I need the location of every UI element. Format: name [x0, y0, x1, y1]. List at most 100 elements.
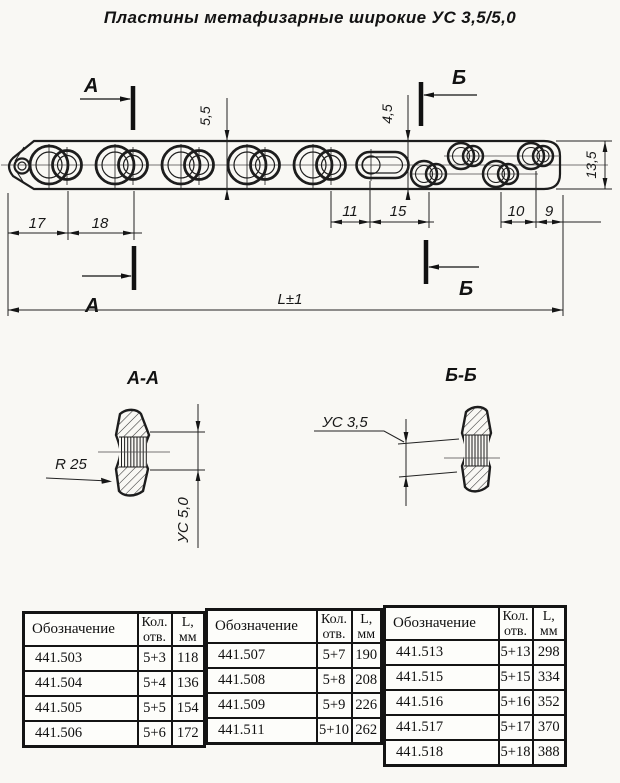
- dim-11-label: 11: [342, 203, 358, 220]
- table-cell: 352: [531, 689, 567, 716]
- table-cell: 118: [170, 645, 206, 672]
- table-cell: 5+8: [315, 667, 353, 694]
- section-b-label: Б: [452, 67, 466, 89]
- dim-4-5-label: 4,5: [379, 104, 395, 124]
- dimension-13-5: 13,5: [556, 140, 612, 190]
- table-cell: 5+5: [136, 695, 173, 722]
- plate-outline: [7, 139, 562, 191]
- drawing-title: Пластины метафизарные широкие УС 3,5/5,0: [103, 8, 517, 27]
- table-cell: 334: [531, 664, 567, 691]
- column-header-length: L,мм: [350, 608, 383, 644]
- table-cell: 370: [531, 714, 567, 741]
- table-cell: 208: [350, 667, 383, 694]
- column-header-designation: Обозначение: [205, 608, 318, 644]
- table-cell: 226: [350, 692, 383, 719]
- table-cell: 441.506: [22, 720, 139, 748]
- thread-small-label: УС 3,5: [321, 414, 368, 431]
- stagger-hole-lower: [409, 159, 448, 189]
- dimension-5-5: 5,5: [197, 98, 230, 200]
- combi-hole: [226, 144, 281, 188]
- table-cell: 5+18: [497, 739, 534, 767]
- table-cell: 5+16: [497, 689, 534, 716]
- dim-13-5-label: 13,5: [583, 151, 599, 178]
- table-cell: 5+6: [136, 720, 173, 748]
- column-header-hole-count: Кол.отв.: [136, 611, 173, 647]
- combi-hole: [28, 144, 83, 188]
- table-cell: 5+9: [315, 692, 353, 719]
- section-bb-thread-zone: [464, 435, 489, 466]
- combi-hole: [160, 144, 215, 188]
- table-header-row: Обозначение Кол.отв. L,мм: [383, 605, 567, 641]
- dim-length-label: L±1: [278, 291, 303, 308]
- section-a-label: А: [84, 295, 99, 317]
- stagger-hole-upper: [446, 141, 485, 171]
- radius-label: R 25: [55, 456, 87, 473]
- table-cell: 172: [170, 720, 206, 748]
- dimension-overall-length: L±1: [8, 291, 563, 313]
- table-cell: 5+7: [315, 642, 353, 669]
- table-cell: 262: [350, 717, 383, 745]
- dim-9-label: 9: [545, 203, 554, 220]
- section-view-aa: А-А УС 5,0: [45, 368, 205, 548]
- section-aa-title: А-А: [126, 368, 159, 388]
- section-a-label: А: [83, 75, 98, 97]
- table-header-row: Обозначение Кол.отв. L,мм: [22, 611, 206, 647]
- table-cell: 5+15: [497, 664, 534, 691]
- dimension-4-5: 4,5: [379, 95, 411, 200]
- stagger-hole-lower: [481, 159, 520, 189]
- section-marker-a-lower: А: [82, 246, 137, 317]
- radius-callout: R 25: [45, 456, 112, 484]
- section-marker-b-lower: Б: [423, 240, 479, 300]
- dimension-11-15: 11 15: [330, 181, 434, 228]
- table-cell: 441.509: [205, 692, 318, 719]
- table-cell: 441.517: [383, 714, 500, 741]
- table-cell: 441.516: [383, 689, 500, 716]
- tip-chamfer-line: [14, 146, 25, 162]
- table-cell: 441.508: [205, 667, 318, 694]
- table-header-row: Обозначение Кол.отв. L,мм: [205, 608, 383, 644]
- column-header-length: L,мм: [170, 611, 206, 647]
- thread-large-label: УС 5,0: [175, 497, 192, 544]
- section-aa-thread-dimension: УС 5,0: [150, 404, 205, 548]
- column-header-designation: Обозначение: [22, 611, 139, 647]
- table-cell: 441.504: [22, 670, 139, 697]
- section-bb-thread-lines: [464, 434, 489, 467]
- dim-5-5-label: 5,5: [197, 106, 213, 126]
- column-header-designation: Обозначение: [383, 605, 500, 641]
- table-cell: 441.505: [22, 695, 139, 722]
- stagger-hole-upper: [516, 141, 555, 171]
- table-cell: 441.513: [383, 639, 500, 666]
- table-cell: 5+10: [315, 717, 353, 745]
- section-bb-thread-dimension: УС 3,5: [314, 414, 460, 506]
- table-cell: 441.511: [205, 717, 318, 745]
- dimension-10-9: 10 9: [500, 171, 601, 316]
- section-marker-a-upper: А: [80, 75, 136, 130]
- table-cell: 388: [531, 739, 567, 767]
- table-cell: 441.507: [205, 642, 318, 669]
- section-marker-b-upper: Б: [418, 67, 477, 126]
- dim-15-label: 15: [390, 203, 407, 220]
- dim-17-label: 17: [29, 215, 46, 232]
- table-cell: 5+3: [136, 645, 173, 672]
- table-cell: 136: [170, 670, 206, 697]
- tip-hole: [13, 157, 31, 175]
- table-cell: 441.515: [383, 664, 500, 691]
- column-header-hole-count: Кол.отв.: [497, 605, 534, 641]
- table-cell: 5+4: [136, 670, 173, 697]
- table-cell: 5+17: [497, 714, 534, 741]
